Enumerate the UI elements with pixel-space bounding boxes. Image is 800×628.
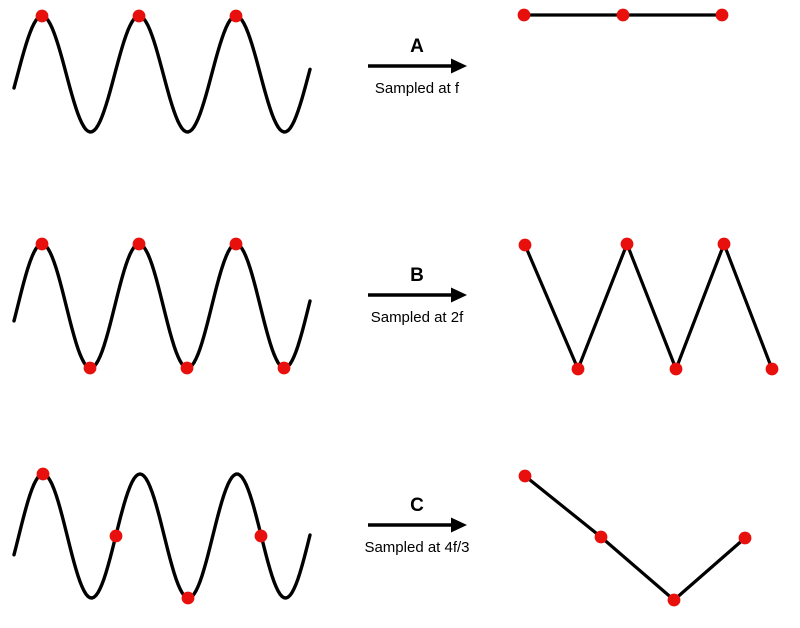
arrow-head-icon xyxy=(451,287,467,303)
sample-dot xyxy=(254,529,268,543)
arrow-head-icon xyxy=(451,58,467,74)
row-sampled-at-4f3 xyxy=(12,467,752,607)
sample-dot xyxy=(36,467,50,481)
sample-dot xyxy=(229,237,243,251)
row-sampled-at-2f xyxy=(12,237,779,376)
sample-dot xyxy=(109,529,123,543)
sample-dot xyxy=(717,237,731,251)
sample-dot xyxy=(669,362,683,376)
sample-dot xyxy=(571,362,585,376)
arrow-head-icon xyxy=(451,517,467,533)
row-sampled-at-f xyxy=(12,8,729,134)
sample-dot xyxy=(620,237,634,251)
sample-dot xyxy=(518,469,532,483)
sample-dot xyxy=(738,531,752,545)
caption-sampled-at-2f: Sampled at 2f xyxy=(371,309,464,326)
sample-dot xyxy=(132,9,146,23)
caption-sampled-at-f: Sampled at f xyxy=(375,80,460,97)
sample-dot xyxy=(517,8,531,22)
reconstructed-signal xyxy=(523,474,747,602)
sample-dot xyxy=(277,361,291,375)
sample-dot xyxy=(594,530,608,544)
sample-dot xyxy=(132,237,146,251)
original-wave xyxy=(12,242,312,370)
caption-sampled-at-4f3: Sampled at 4f/3 xyxy=(364,539,469,556)
sample-dot xyxy=(715,8,729,22)
original-wave xyxy=(12,14,312,134)
sample-dot xyxy=(35,237,49,251)
sample-dot xyxy=(616,8,630,22)
reconstructed-signal xyxy=(523,242,774,371)
sample-dot xyxy=(765,362,779,376)
sample-dot xyxy=(35,9,49,23)
arrow-label-c: C xyxy=(410,495,424,516)
sample-dot xyxy=(180,361,194,375)
sample-dot xyxy=(667,593,681,607)
arrow-label-a: A xyxy=(410,36,424,57)
sample-dot xyxy=(229,9,243,23)
sample-dot xyxy=(518,238,532,252)
sample-dot xyxy=(83,361,97,375)
arrow-label-b: B xyxy=(410,265,424,286)
sample-dot xyxy=(181,591,195,605)
